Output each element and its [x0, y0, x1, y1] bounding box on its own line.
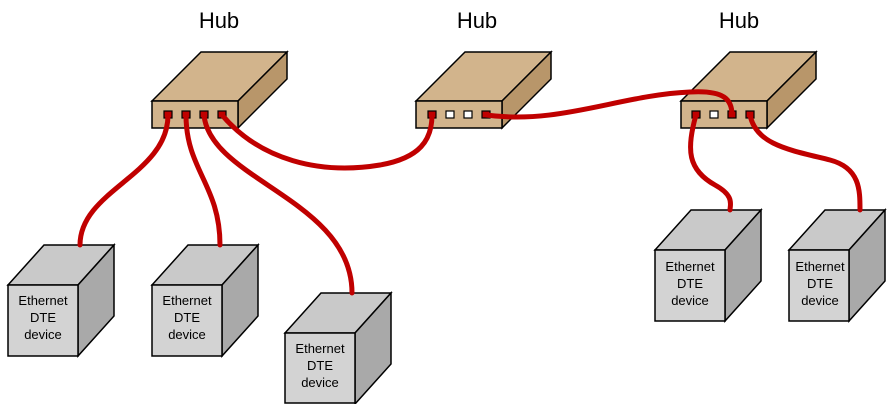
- device-1-line3: device: [24, 327, 62, 342]
- device-4-line1: Ethernet: [665, 259, 715, 274]
- hub-label-left: Hub: [199, 8, 239, 33]
- cable-hub2-hub3: [483, 89, 735, 120]
- hub-label-middle: Hub: [457, 8, 497, 33]
- cable-hub3-device4: [688, 112, 734, 213]
- cable-hub1-device3: [201, 112, 355, 296]
- device-5: Ethernet DTE device: [787, 208, 887, 323]
- device-5-line3: device: [801, 293, 839, 308]
- hub-middle-port-3: [463, 110, 473, 119]
- device-2-line2: DTE: [174, 310, 200, 325]
- device-1-line2: DTE: [30, 310, 56, 325]
- device-3-line1: Ethernet: [295, 341, 345, 356]
- device-2: Ethernet DTE device: [150, 243, 260, 358]
- device-4: Ethernet DTE device: [653, 208, 763, 323]
- device-1: Ethernet DTE device: [6, 243, 116, 358]
- device-4-line3: device: [671, 293, 709, 308]
- hub-label-right: Hub: [719, 8, 759, 33]
- hub-left: [150, 50, 289, 130]
- device-2-line3: device: [168, 327, 206, 342]
- device-3: Ethernet DTE device: [283, 291, 393, 404]
- cable-hub3-device5: [747, 112, 863, 213]
- device-3-line2: DTE: [307, 358, 333, 373]
- device-3-line3: device: [301, 375, 339, 390]
- hub-right-port-2: [709, 110, 719, 119]
- hub-middle-port-2: [445, 110, 455, 119]
- cable-hub1-hub2: [219, 112, 435, 171]
- device-4-line2: DTE: [677, 276, 703, 291]
- device-1-line1: Ethernet: [18, 293, 68, 308]
- device-5-line2: DTE: [807, 276, 833, 291]
- cable-hub1-device2: [183, 112, 223, 248]
- cable-hub1-device1: [77, 112, 171, 248]
- device-2-line1: Ethernet: [162, 293, 212, 308]
- device-5-line1: Ethernet: [795, 259, 845, 274]
